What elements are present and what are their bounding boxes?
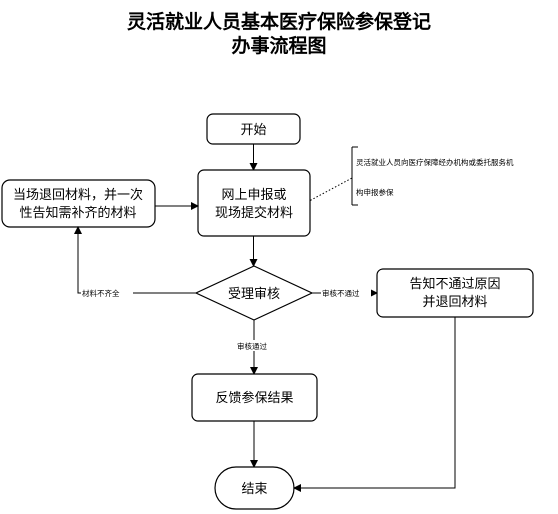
edge-label-incomplete: 材料不齐全 [82,288,120,298]
start-node: 开始 [206,113,301,145]
reject-label-line1: 告知不通过原因 [409,276,500,292]
note-line2: 构申报参保 [356,187,394,197]
submit-node: 网上申报或 现场提交材料 [197,169,311,237]
edge-reject-to-end [293,317,456,492]
diagram-title-line1: 灵活就业人员基本医疗保险参保登记 [126,11,431,33]
annotation-note: 灵活就业人员向医疗保障经办机构或委托服务机 构申报参保 [351,146,514,206]
note-bracket [351,146,358,206]
edge-review-to-return [74,226,196,294]
diagram-title-line2: 办事流程图 [231,35,327,57]
edge-label-passed: 审核通过 [237,341,267,351]
end-label: 结束 [241,482,267,497]
return-materials-node: 当场退回材料，并一次 性告知需补齐的材料 [1,179,156,228]
submit-label-line2: 现场提交材料 [215,205,293,221]
return-label-line1: 当场退回材料，并一次 [13,187,143,203]
reject-node: 告知不通过原因 并退回材料 [376,268,534,318]
review-decision-node: 受理审核 [194,265,314,321]
feedback-node: 反馈参保结果 [191,373,318,422]
submit-label-line1: 网上申报或 [221,188,286,203]
reject-label-line2: 并退回材料 [422,295,487,310]
end-node: 结束 [214,466,295,510]
feedback-label: 反馈参保结果 [215,390,293,406]
start-label: 开始 [240,123,266,138]
review-label: 受理审核 [228,287,280,302]
return-label-line2: 性告知需补齐的材料 [19,205,136,221]
edge-label-not-passed: 审核不通过 [322,288,360,298]
note-line1: 灵活就业人员向医疗保障经办机构或委托服务机 [356,157,514,167]
